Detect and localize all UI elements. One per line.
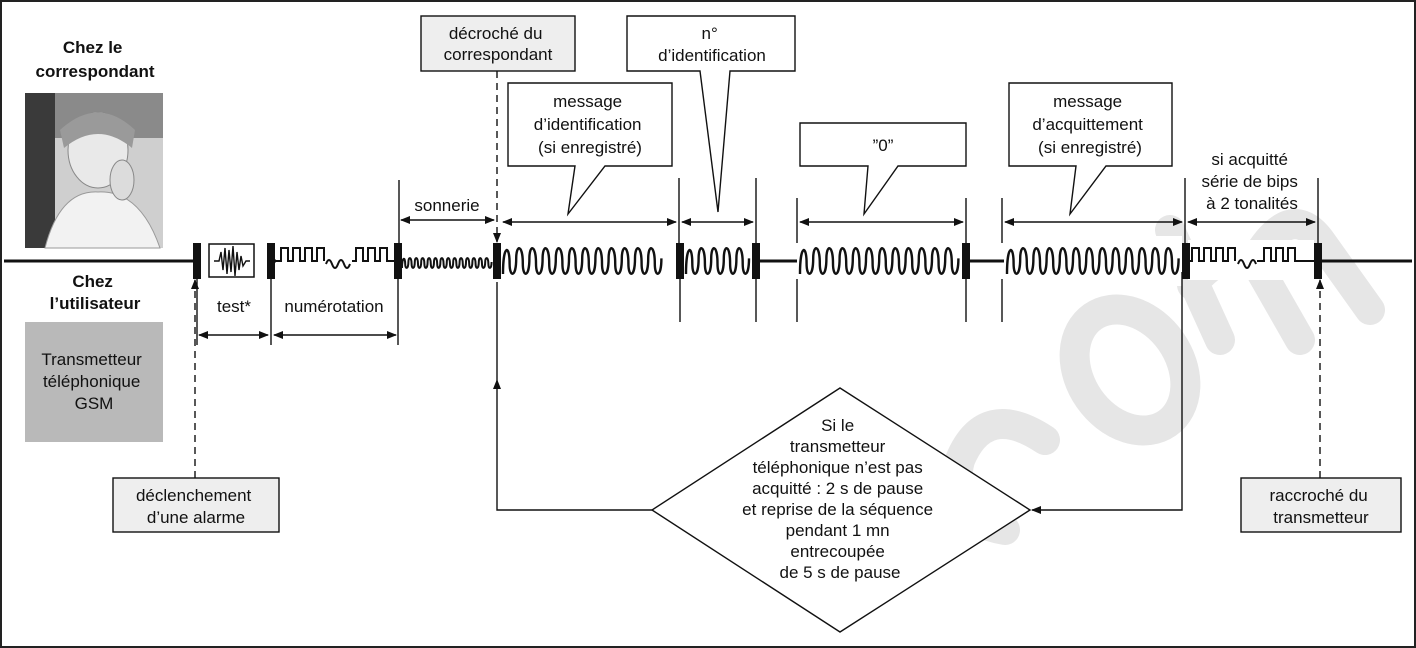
wave-message-identification bbox=[501, 247, 663, 275]
label-test: test* bbox=[217, 297, 251, 316]
wave-no-identification bbox=[684, 247, 751, 275]
loop-line-left bbox=[493, 379, 652, 511]
label-message-identification: message d’identification (si enregistré) bbox=[534, 92, 646, 157]
label-decroche: décroché du correspondant bbox=[444, 24, 553, 64]
label-si-acquitte: si acquitté série de bips à 2 tonalités bbox=[1201, 150, 1302, 213]
waveform-icon bbox=[208, 243, 255, 278]
ringing-signal bbox=[401, 257, 493, 269]
box-declenchement bbox=[112, 477, 280, 533]
box-decroche bbox=[420, 15, 576, 72]
label-no-identification: n° d’identification bbox=[658, 24, 766, 65]
bips-signal bbox=[1188, 247, 1314, 269]
label-zero: ”0” bbox=[873, 136, 894, 155]
callout-message-identification bbox=[507, 82, 673, 217]
label-sonnerie: sonnerie bbox=[414, 196, 479, 215]
label-numerotation: numérotation bbox=[284, 297, 383, 316]
callout-message-acquittement bbox=[1008, 82, 1173, 217]
timeline-markers bbox=[193, 243, 1322, 279]
label-message-acquittement: message d’acquittement (si enregistré) bbox=[1032, 92, 1147, 157]
person-on-phone-photo bbox=[25, 93, 163, 249]
label-diamond: Si le transmetteur téléphonique n’est pa… bbox=[742, 416, 938, 582]
callout-no-identification bbox=[626, 15, 796, 213]
wave-message-acquittement bbox=[1005, 247, 1180, 275]
transmetteur-box bbox=[25, 322, 163, 442]
wave-zero bbox=[798, 247, 960, 275]
heading-utilisateur: Chez l’utilisateur bbox=[50, 272, 141, 313]
transmetteur-label: Transmetteur téléphonique GSM bbox=[41, 350, 146, 413]
callout-zero bbox=[799, 122, 967, 217]
box-raccroche bbox=[1240, 477, 1402, 533]
dialing-signal bbox=[276, 247, 396, 269]
label-declenchement: déclenchement d’une alarme bbox=[136, 486, 256, 527]
heading-correspondant: Chez le correspondant bbox=[35, 38, 154, 81]
condition-diamond bbox=[650, 387, 1032, 633]
loop-line-right bbox=[1031, 272, 1183, 514]
label-raccroche: raccroché du transmetteur bbox=[1269, 486, 1372, 527]
